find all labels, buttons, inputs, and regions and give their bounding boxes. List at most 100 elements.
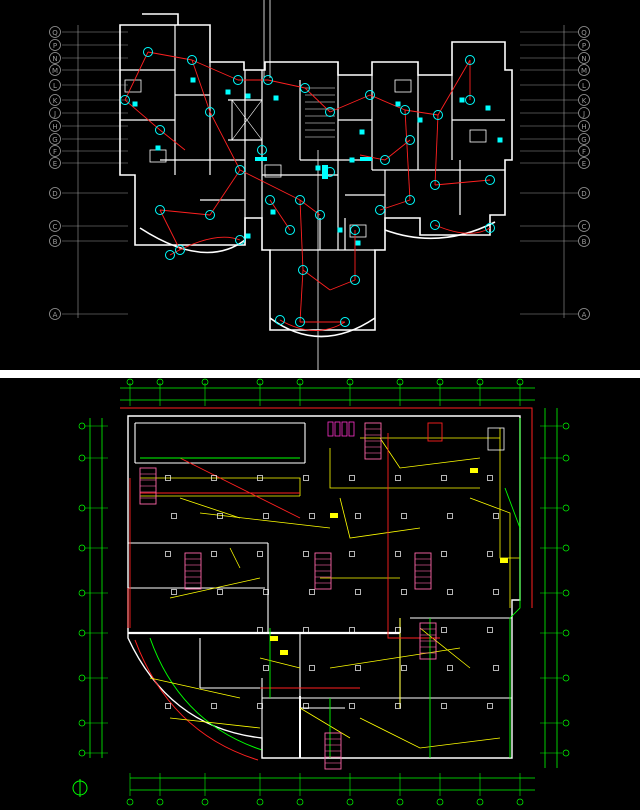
wall-outline [384, 221, 496, 240]
ceiling-light-icon [263, 665, 269, 671]
equipment-unit [341, 421, 348, 437]
axis-bubble-left [49, 26, 61, 38]
axis-label-left: G [52, 136, 57, 144]
axis-bubble-right [578, 39, 590, 51]
equipment-unit [487, 427, 505, 451]
axis-bubble-left [49, 133, 61, 145]
axis-label-left: F [53, 148, 57, 156]
wiring-run [149, 677, 241, 699]
wiring-run [159, 209, 211, 216]
distribution-panel [270, 636, 278, 641]
wiring-run [179, 497, 241, 519]
light-fixture-icon [155, 205, 165, 215]
wiring-run [199, 512, 331, 529]
light-fixture-icon [235, 165, 245, 175]
axis-bubble-bottom [436, 798, 444, 806]
bottom-floor-plan-panel [0, 378, 640, 810]
light-fixture-icon [205, 107, 215, 117]
light-fixture-icon [187, 55, 197, 65]
axis-bubble-right [562, 749, 570, 757]
ceiling-light-icon [349, 551, 355, 557]
switch-outlet-icon [273, 95, 279, 101]
wiring-run [329, 94, 371, 113]
axis-label-right: E [582, 160, 586, 168]
switch-outlet-icon [497, 137, 503, 143]
light-fixture-icon [205, 210, 215, 220]
switch-outlet-icon [459, 97, 465, 103]
axis-bubble-right [578, 187, 590, 199]
wiring-run [299, 269, 304, 323]
axis-label-right: P [582, 42, 586, 50]
light-fixture-icon [325, 107, 335, 117]
switch-outlet-icon [337, 227, 343, 233]
axis-bubble-left [78, 674, 86, 682]
axis-label-right: B [582, 238, 587, 246]
ceiling-light-icon [309, 513, 315, 519]
light-fixture-icon [165, 250, 175, 260]
equipment-unit [334, 421, 341, 437]
light-fixture-icon [465, 55, 475, 65]
axis-bubble-bottom [516, 798, 524, 806]
axis-bubble-left [49, 220, 61, 232]
ceiling-light-icon [349, 475, 355, 481]
ceiling-light-icon [447, 513, 453, 519]
axis-bubble-top [346, 378, 354, 386]
bottom-electrical-floor-plan [72, 378, 570, 806]
ceiling-light-icon [355, 589, 361, 595]
switch-outlet-icon [349, 157, 355, 163]
axis-bubble-right [578, 157, 590, 169]
axis-bubble-top [256, 378, 264, 386]
light-fixture-icon [295, 195, 305, 205]
wiring-run [339, 497, 421, 539]
axis-bubble-right [578, 308, 590, 320]
wiring-run [359, 717, 501, 749]
axis-label-right: Q [581, 29, 587, 37]
axis-bubble-left [78, 589, 86, 597]
ceiling-light-icon [401, 589, 407, 595]
wiring-run [299, 199, 321, 216]
axis-label-left: Q [52, 29, 58, 37]
axis-bubble-left [49, 120, 61, 132]
wiring-run [124, 51, 149, 101]
wiring-run [434, 179, 491, 186]
ceiling-light-icon [303, 551, 309, 557]
wiring-run [379, 199, 411, 211]
axis-bubble-left [49, 107, 61, 119]
ceiling-light-icon [441, 475, 447, 481]
axis-bubble-bottom [256, 798, 264, 806]
axis-bubble-left [78, 629, 86, 637]
axis-label-left: E [53, 160, 57, 168]
power-circuit [179, 457, 301, 519]
axis-bubble-right [562, 504, 570, 512]
switch-outlet-icon [225, 89, 231, 95]
wall-outline [139, 227, 246, 254]
axis-label-left: K [53, 97, 58, 105]
axis-label-right: A [582, 311, 587, 319]
light-fixture-icon [285, 225, 295, 235]
distribution-panel [255, 157, 267, 161]
axis-bubble-bottom [126, 798, 134, 806]
axis-bubble-bottom [346, 798, 354, 806]
equipment-unit [348, 421, 355, 437]
wiring-run [299, 707, 351, 739]
ceiling-light-icon [447, 589, 453, 595]
axis-bubble-top [126, 378, 134, 386]
light-fixture-icon [295, 317, 305, 327]
light-fixture-icon [257, 145, 267, 155]
ceiling-light-icon [165, 551, 171, 557]
wiring-run [404, 109, 411, 201]
axis-bubble-top [156, 378, 164, 386]
axis-label-right: K [582, 97, 587, 105]
axis-bubble-left [78, 454, 86, 462]
wiring-run [169, 717, 261, 729]
ceiling-light-icon [257, 703, 263, 709]
wiring-run [434, 114, 439, 186]
light-fixture-icon [265, 195, 275, 205]
wiring-run [229, 547, 241, 569]
ceiling-light-icon [165, 703, 171, 709]
light-fixture-icon [433, 110, 443, 120]
axis-bubble-left [49, 157, 61, 169]
ceiling-light-icon [309, 589, 315, 595]
axis-label-right: L [582, 82, 586, 90]
axis-label-right: F [582, 148, 586, 156]
